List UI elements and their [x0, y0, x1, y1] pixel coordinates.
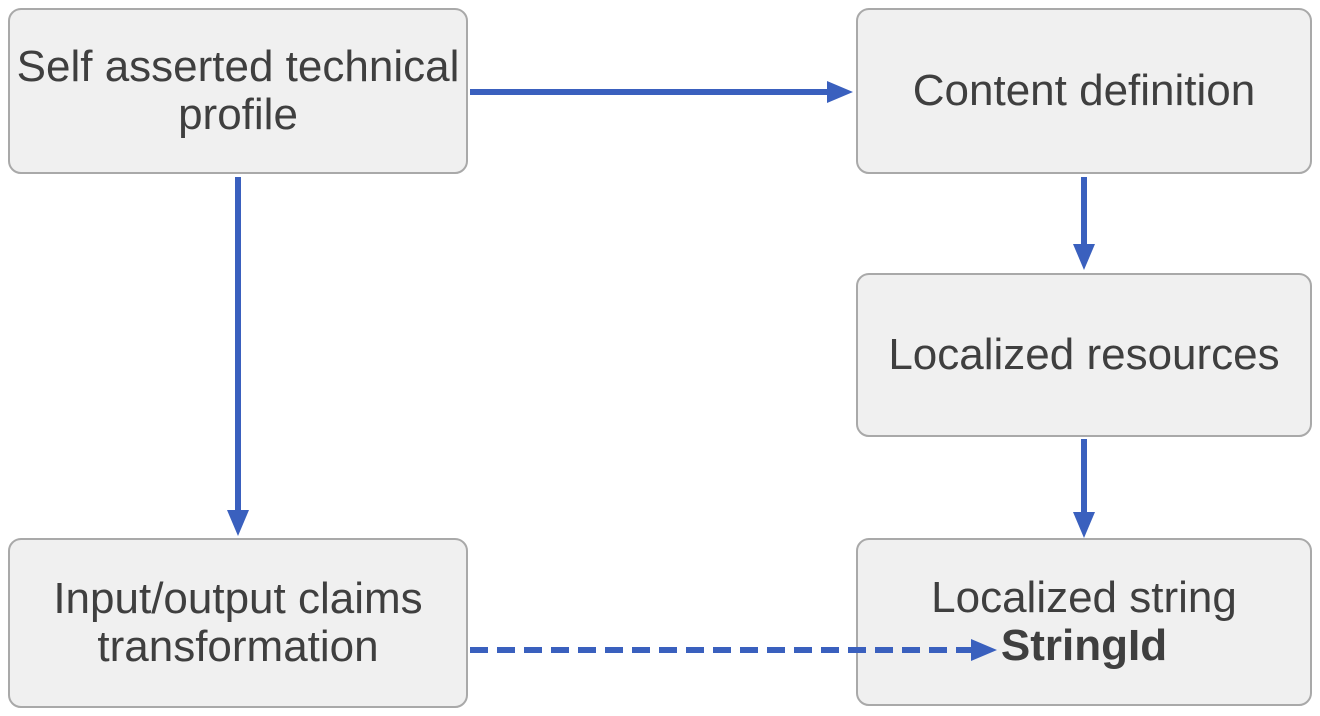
node-label: Input/output claims transformation [53, 574, 423, 671]
node-label: Localized string [931, 573, 1237, 622]
node-label: Content definition [912, 66, 1256, 115]
node-label: Localized resources [888, 330, 1280, 379]
node-localized-resources: Localized resources [856, 273, 1312, 437]
node-input-output-claims-transformation: Input/output claims transformation [8, 538, 468, 708]
node-label: Self asserted technical profile [16, 42, 460, 139]
node-content-definition: Content definition [856, 8, 1312, 174]
node-localized-string: Localized string StringId [856, 538, 1312, 706]
node-sublabel-stringid: StringId [1000, 621, 1168, 670]
node-self-asserted-technical-profile: Self asserted technical profile [8, 8, 468, 174]
